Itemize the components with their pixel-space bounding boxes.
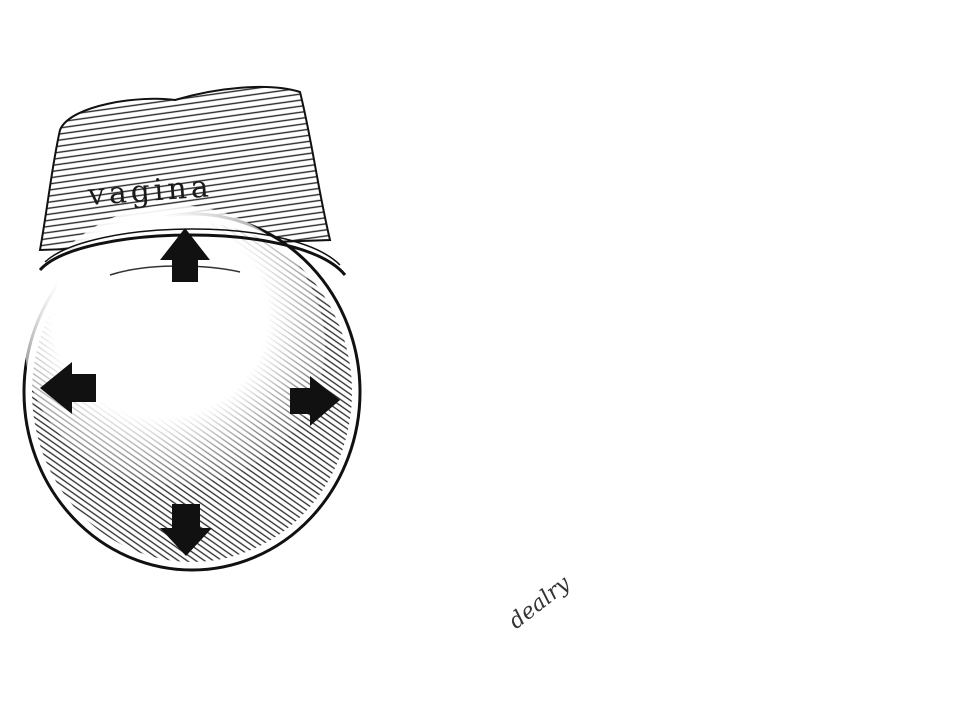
left-panel — [24, 87, 360, 570]
